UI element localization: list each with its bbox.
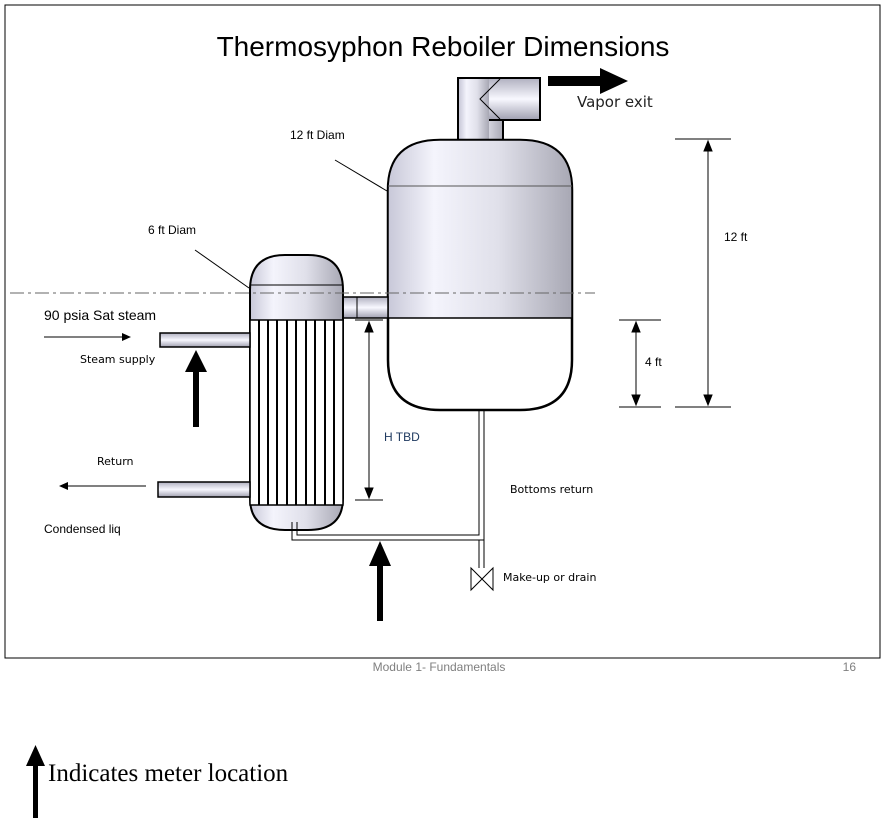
12ft-label: 12 ft [724, 230, 748, 244]
condensed-liq-label: Condensed liq [44, 522, 121, 536]
vapor-exit-label: Vapor exit [577, 93, 653, 111]
dimension-h-tbd [355, 319, 383, 501]
12ft-diam-label: 12 ft Diam [290, 128, 345, 142]
small-vessel-exchanger [249, 254, 344, 531]
connector-pipe [342, 296, 389, 319]
page-title: Thermosyphon Reboiler Dimensions [217, 31, 670, 62]
valve-icon [470, 566, 494, 592]
meter-arrow-icon [369, 541, 391, 621]
return-label: Return [97, 455, 134, 468]
meter-arrow-icon [185, 350, 207, 427]
legend-text: Indicates meter location [48, 760, 289, 787]
vapor-exit-arrow-icon [548, 68, 628, 94]
return-arrow-icon [59, 482, 146, 490]
makeup-drain-label: Make-up or drain [503, 571, 596, 584]
steam-supply-pipe [159, 332, 251, 348]
6ft-diam-label: 6 ft Diam [148, 223, 196, 237]
footer-module: Module 1- Fundamentals [373, 660, 506, 674]
dimension-12ft [675, 138, 731, 408]
vapor-outlet-pipe [457, 77, 541, 142]
bottoms-return-pipe [291, 410, 485, 568]
large-vessel [386, 138, 574, 412]
leader-line [194, 249, 250, 289]
leader-line [334, 159, 388, 192]
condensate-return-pipe [157, 481, 251, 498]
bottoms-return-label: Bottoms return [510, 483, 593, 496]
dimension-4ft [619, 319, 661, 408]
4ft-label: 4 ft [645, 355, 662, 369]
h-tbd-label: H TBD [384, 430, 420, 444]
steam-supply-label: Steam supply [80, 353, 156, 366]
up-arrow-icon [26, 745, 45, 818]
footer-page-number: 16 [843, 660, 857, 674]
steam-in-arrow-icon [44, 333, 131, 341]
steam-label: 90 psia Sat steam [44, 307, 156, 323]
slide-frame [4, 4, 881, 659]
